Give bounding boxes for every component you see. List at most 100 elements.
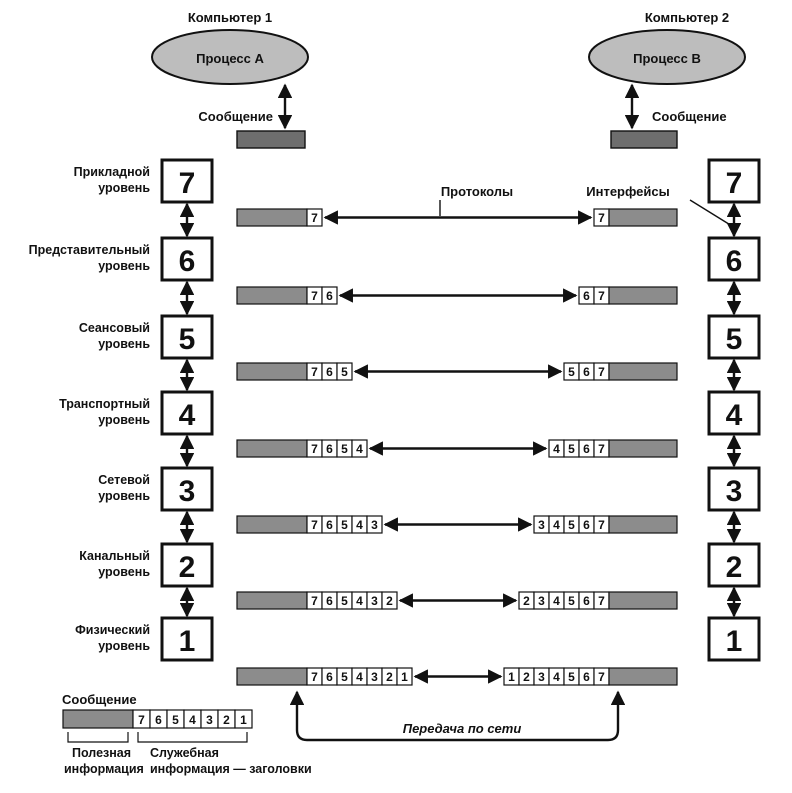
header-cell-label: 7	[598, 289, 605, 303]
header-cell-label: 2	[386, 670, 393, 684]
legend-header-label: 4	[189, 713, 196, 727]
legend-header-label: 1	[240, 713, 247, 727]
message-bar-right	[610, 130, 678, 149]
level-number-right: 6	[726, 245, 743, 278]
header-cell-label: 5	[568, 442, 575, 456]
process-ellipse	[588, 29, 746, 85]
header-cell-label: 6	[326, 442, 333, 456]
interfaces-pointer	[689, 199, 733, 227]
header-cell-label: 5	[341, 670, 348, 684]
message-label-right: Сообщение	[652, 109, 727, 124]
level-box-right	[707, 466, 761, 512]
level-name-suffix: уровень	[98, 565, 150, 579]
legend-payload-label: Полезная	[72, 746, 131, 760]
header-cell-label: 5	[341, 594, 348, 608]
level-box-left	[160, 314, 214, 360]
computer-title: Компьютер 2	[645, 10, 729, 25]
level-number-right: 4	[726, 399, 743, 432]
header-cell-label: 4	[356, 518, 363, 532]
level-number-right: 7	[726, 167, 743, 200]
header-cell-label: 6	[326, 518, 333, 532]
header-cell-label: 6	[583, 518, 590, 532]
legend-service-bracket	[137, 732, 248, 743]
level-box-left	[160, 542, 214, 588]
header-cell-label: 5	[568, 594, 575, 608]
level-box-right	[707, 314, 761, 360]
header-cell-label: 4	[356, 594, 363, 608]
header-cell-left	[366, 515, 383, 534]
header-cell-label: 6	[326, 670, 333, 684]
process-ellipse	[151, 29, 309, 85]
level-number-right: 3	[726, 475, 743, 508]
header-cell-label: 7	[598, 518, 605, 532]
payload-right	[608, 515, 678, 534]
header-cell-label: 7	[598, 365, 605, 379]
header-cell-label: 7	[311, 670, 318, 684]
header-cell-left	[396, 667, 413, 686]
level-number-right: 1	[726, 625, 743, 658]
payload-right	[608, 286, 678, 305]
interfaces-label: Интерфейсы	[586, 184, 670, 199]
header-cell-label: 7	[311, 518, 318, 532]
legend-payload-bracket	[67, 732, 129, 743]
header-cell-label: 7	[311, 289, 318, 303]
level-name: Прикладной	[74, 165, 150, 179]
header-cell-left	[336, 362, 353, 381]
header-cell-label: 2	[386, 594, 393, 608]
header-cell-label: 6	[583, 289, 590, 303]
header-cell-label: 1	[508, 670, 515, 684]
level-number-left: 5	[179, 323, 196, 356]
level-box-left	[160, 466, 214, 512]
header-cell-label: 5	[568, 670, 575, 684]
level-number-left: 2	[179, 551, 196, 584]
payload-left	[236, 591, 308, 610]
payload-left	[236, 362, 308, 381]
header-cell-label: 3	[371, 594, 378, 608]
message-label-left: Сообщение	[198, 109, 273, 124]
header-cell-label: 6	[326, 365, 333, 379]
header-cell-label: 4	[553, 518, 560, 532]
header-cell-label: 2	[523, 594, 530, 608]
level-number-left: 7	[179, 167, 196, 200]
header-cell-label: 7	[311, 442, 318, 456]
legend-payload-label-2: информация	[64, 762, 144, 776]
header-cell-label: 3	[538, 594, 545, 608]
level-name-suffix: уровень	[98, 639, 150, 653]
payload-right	[608, 208, 678, 227]
level-number-left: 4	[179, 399, 196, 432]
header-cell-label: 3	[371, 670, 378, 684]
header-cell-label: 7	[311, 594, 318, 608]
header-cell-label: 4	[553, 670, 560, 684]
level-box-left	[160, 158, 214, 204]
payload-left	[236, 208, 308, 227]
level-box-right	[707, 158, 761, 204]
level-box-left	[160, 616, 214, 662]
legend-header-label: 5	[172, 713, 179, 727]
level-name-suffix: уровень	[98, 489, 150, 503]
header-cell-label: 6	[583, 442, 590, 456]
header-cell-left	[306, 208, 323, 227]
header-cell-label: 5	[568, 365, 575, 379]
message-bar-left	[236, 130, 306, 149]
payload-right	[608, 667, 678, 686]
header-cell-label: 4	[356, 670, 363, 684]
header-cell-label: 4	[553, 442, 560, 456]
payload-left	[236, 515, 308, 534]
level-name: Транспортный	[59, 397, 150, 411]
level-number-left: 6	[179, 245, 196, 278]
header-cell-left	[321, 286, 338, 305]
legend-title: Сообщение	[62, 692, 137, 707]
level-number-right: 5	[726, 323, 743, 356]
legend-header-label: 7	[138, 713, 145, 727]
level-name-suffix: уровень	[98, 413, 150, 427]
network-label: Передача по сети	[403, 721, 522, 736]
legend-service-label: Служебная	[150, 746, 219, 760]
header-cell-label: 3	[371, 518, 378, 532]
payload-right	[608, 591, 678, 610]
legend-header-cell	[234, 709, 253, 729]
level-name: Физический	[75, 623, 150, 637]
header-cell-label: 5	[341, 518, 348, 532]
header-cell-label: 4	[356, 442, 363, 456]
header-cell-label: 3	[538, 670, 545, 684]
